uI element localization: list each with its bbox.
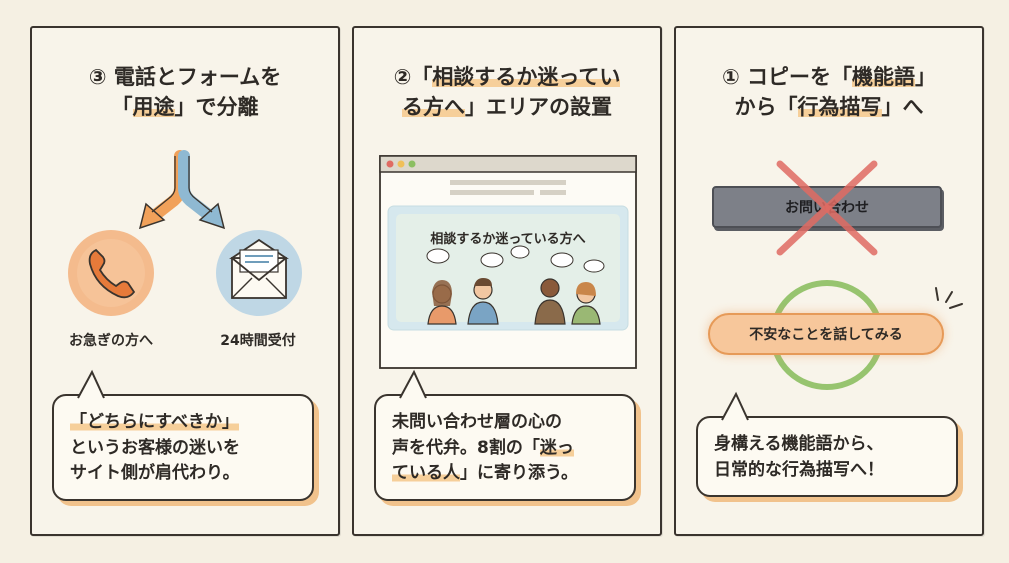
panel-title: ① コピーを「機能語」 から「行為描写」へ xyxy=(676,62,982,123)
spark-icon xyxy=(935,287,963,309)
browser-banner-text: 相談するか迷っている方へ xyxy=(430,232,586,247)
bubble-line-2: 声を代弁。8割の「迷っ xyxy=(392,437,574,458)
bubble-line-3: サイト側が肩代わり。 xyxy=(70,463,240,483)
panel-title: ③ 電話とフォームを 「用途」で分離 xyxy=(32,62,338,123)
title-line-2: る方へ」エリアの設置 xyxy=(402,95,612,120)
title-line-2: 「用途」で分離 xyxy=(32,92,338,122)
phone-icon xyxy=(68,230,154,316)
bubble-line-2: というお客様の迷いを xyxy=(70,437,240,458)
phone-label: お急ぎの方へ xyxy=(69,333,153,349)
title-line-1: ① コピーを「機能語」 xyxy=(721,65,937,89)
bubble-line-1: 「どちらにすべきか」 xyxy=(70,412,239,432)
speech-bubble: 身構える機能語から、 日常的な行為描写へ！ xyxy=(696,391,958,497)
speech-bubble: 未問い合わせ層の心の 声を代弁。8割の「迷っ ている人」に寄り添う。 xyxy=(374,369,636,501)
new-contact-button: 不安なことを話してみる xyxy=(708,313,944,355)
panel-copy-change: ① コピーを「機能語」 から「行為描写」へ お問い合わせ 不安なことを話してみる… xyxy=(674,26,984,536)
bubble-line-3: ている人」に寄り添う。 xyxy=(392,463,578,483)
panel-phone-form: ③ 電話とフォームを 「用途」で分離 お急ぎの方へ 24時間受付 「どちらにすべ… xyxy=(30,26,340,536)
mail-label: 24時間受付 xyxy=(220,333,296,349)
title-bracket: 「 xyxy=(111,95,133,120)
bubble-line-2: 日常的な行為描写へ！ xyxy=(714,459,884,480)
bubble-line-1: 身構える機能語から、 xyxy=(714,434,884,454)
panel-consult-area: ②「相談するか迷ってい る方へ」エリアの設置 xyxy=(352,26,662,536)
browser-window-icon xyxy=(379,155,637,369)
envelope-icon xyxy=(216,230,302,316)
title-line-1: ③ 電話とフォームを xyxy=(88,65,282,89)
people-icon xyxy=(426,245,605,325)
cross-mark-icon xyxy=(776,160,878,256)
bubble-tail xyxy=(399,369,427,399)
bubble-tail xyxy=(77,369,105,399)
speech-bubble: 「どちらにすべきか」 というお客様の迷いを サイト側が肩代わり。 xyxy=(52,369,314,501)
title-suffix: 」で分離 xyxy=(174,95,259,120)
title-line-2: から「行為描写」へ xyxy=(734,95,924,120)
title-highlight: 用途 xyxy=(132,95,175,120)
arrow-split-icon xyxy=(138,150,226,230)
panel-title: ②「相談するか迷ってい る方へ」エリアの設置 xyxy=(354,62,660,123)
bubble-tail xyxy=(721,391,749,421)
title-line-1: ②「相談するか迷ってい xyxy=(393,65,621,89)
bubble-line-1: 未問い合わせ層の心の xyxy=(392,412,562,432)
